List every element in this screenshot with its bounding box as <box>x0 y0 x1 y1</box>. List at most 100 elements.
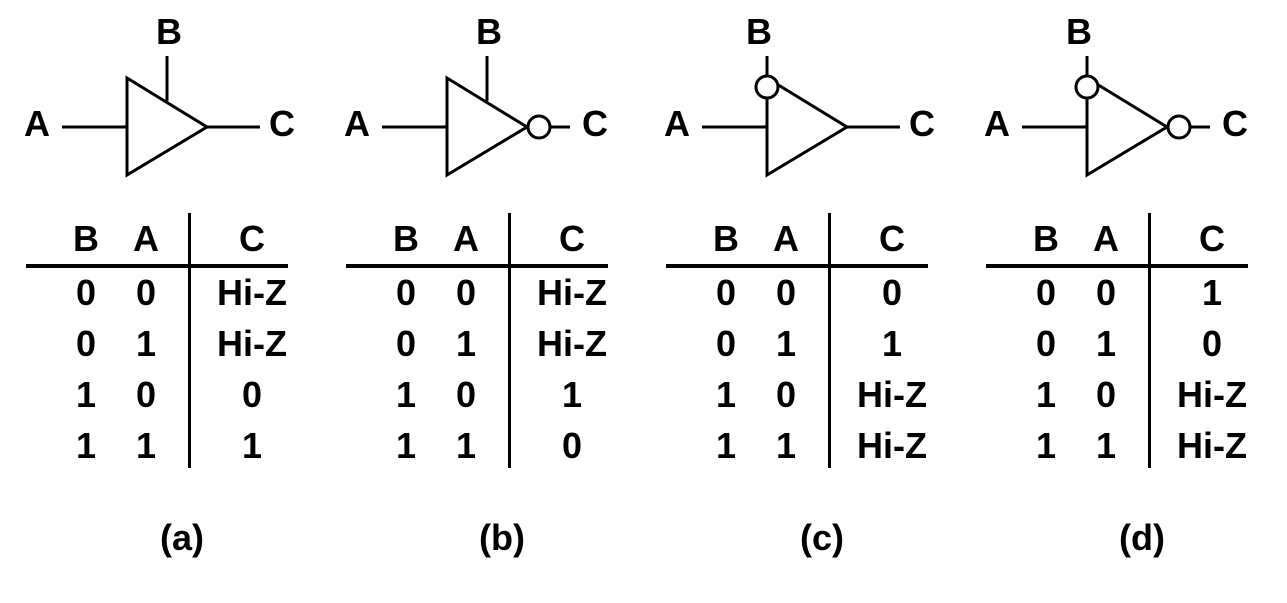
table-cell: 0 <box>395 272 417 313</box>
table-cell: 1 <box>75 374 97 415</box>
table-cell: 0 <box>1095 272 1117 313</box>
pin-label-c: C <box>582 103 608 144</box>
table-cell: 1 <box>715 374 737 415</box>
table-header-cell: C <box>1199 218 1225 259</box>
table-cell: 1 <box>1035 425 1057 466</box>
table-header-cell: A <box>453 218 479 259</box>
table-vertical-divider <box>508 213 511 468</box>
pin-label-b: B <box>156 11 182 52</box>
table-vertical-divider <box>1148 213 1151 468</box>
table-cell: 0 <box>455 272 477 313</box>
table-cell: 0 <box>455 374 477 415</box>
table-cell: 1 <box>1095 323 1117 364</box>
tristate-buffer-symbol <box>382 56 570 178</box>
panel-caption: (d) <box>1119 517 1165 558</box>
pin-label-b: B <box>746 11 772 52</box>
table-cell: 0 <box>715 323 737 364</box>
table-cell: 1 <box>395 374 417 415</box>
table-cell: 1 <box>75 425 97 466</box>
table-header-cell: C <box>239 218 265 259</box>
pin-label-b: B <box>1066 11 1092 52</box>
table-header-divider <box>666 264 928 268</box>
pin-label-a: A <box>24 103 50 144</box>
table-cell: Hi-Z <box>1177 374 1247 415</box>
pin-label-c: C <box>1222 103 1248 144</box>
table-cell: 0 <box>135 374 157 415</box>
panel-caption: (b) <box>479 517 525 558</box>
table-header-cell: B <box>393 218 419 259</box>
panel-caption: (c) <box>800 517 844 558</box>
output-inversion-bubble <box>1166 114 1192 140</box>
table-header-cell: C <box>559 218 585 259</box>
table-cell: Hi-Z <box>537 323 607 364</box>
control-inversion-bubble <box>754 74 780 100</box>
buffer-triangle <box>1085 75 1170 178</box>
table-header-cell: B <box>713 218 739 259</box>
pin-label-b: B <box>476 11 502 52</box>
table-cell: 0 <box>1035 272 1057 313</box>
table-cell: 1 <box>241 425 263 466</box>
table-cell: 0 <box>1095 374 1117 415</box>
table-cell: Hi-Z <box>857 425 927 466</box>
panel-caption: (a) <box>160 517 204 558</box>
table-header-cell: A <box>773 218 799 259</box>
control-inversion-bubble <box>1074 74 1100 100</box>
table-cell: 0 <box>75 272 97 313</box>
table-cell: Hi-Z <box>1177 425 1247 466</box>
table-cell: 1 <box>561 374 583 415</box>
pin-label-a: A <box>664 103 690 144</box>
table-cell: 0 <box>241 374 263 415</box>
table-cell: 0 <box>775 374 797 415</box>
table-cell: 1 <box>775 425 797 466</box>
table-vertical-divider <box>828 213 831 468</box>
table-cell: 1 <box>135 323 157 364</box>
table-header-cell: A <box>1093 218 1119 259</box>
table-vertical-divider <box>188 213 191 468</box>
table-cell: 0 <box>561 425 583 466</box>
table-cell: Hi-Z <box>217 272 287 313</box>
table-cell: Hi-Z <box>537 272 607 313</box>
table-header-cell: C <box>879 218 905 259</box>
pin-label-c: C <box>269 103 295 144</box>
buffer-triangle <box>765 75 850 178</box>
table-cell: 1 <box>1201 272 1223 313</box>
table-header-divider <box>986 264 1248 268</box>
table-cell: 0 <box>75 323 97 364</box>
pin-label-a: A <box>984 103 1010 144</box>
table-cell: 1 <box>455 323 477 364</box>
table-cell: 1 <box>455 425 477 466</box>
table-cell: 0 <box>881 272 903 313</box>
tristate-buffer-symbol <box>1022 56 1210 178</box>
table-cell: Hi-Z <box>217 323 287 364</box>
pin-label-c: C <box>909 103 935 144</box>
table-cell: 0 <box>1201 323 1223 364</box>
table-cell: 1 <box>715 425 737 466</box>
table-cell: 1 <box>1035 374 1057 415</box>
